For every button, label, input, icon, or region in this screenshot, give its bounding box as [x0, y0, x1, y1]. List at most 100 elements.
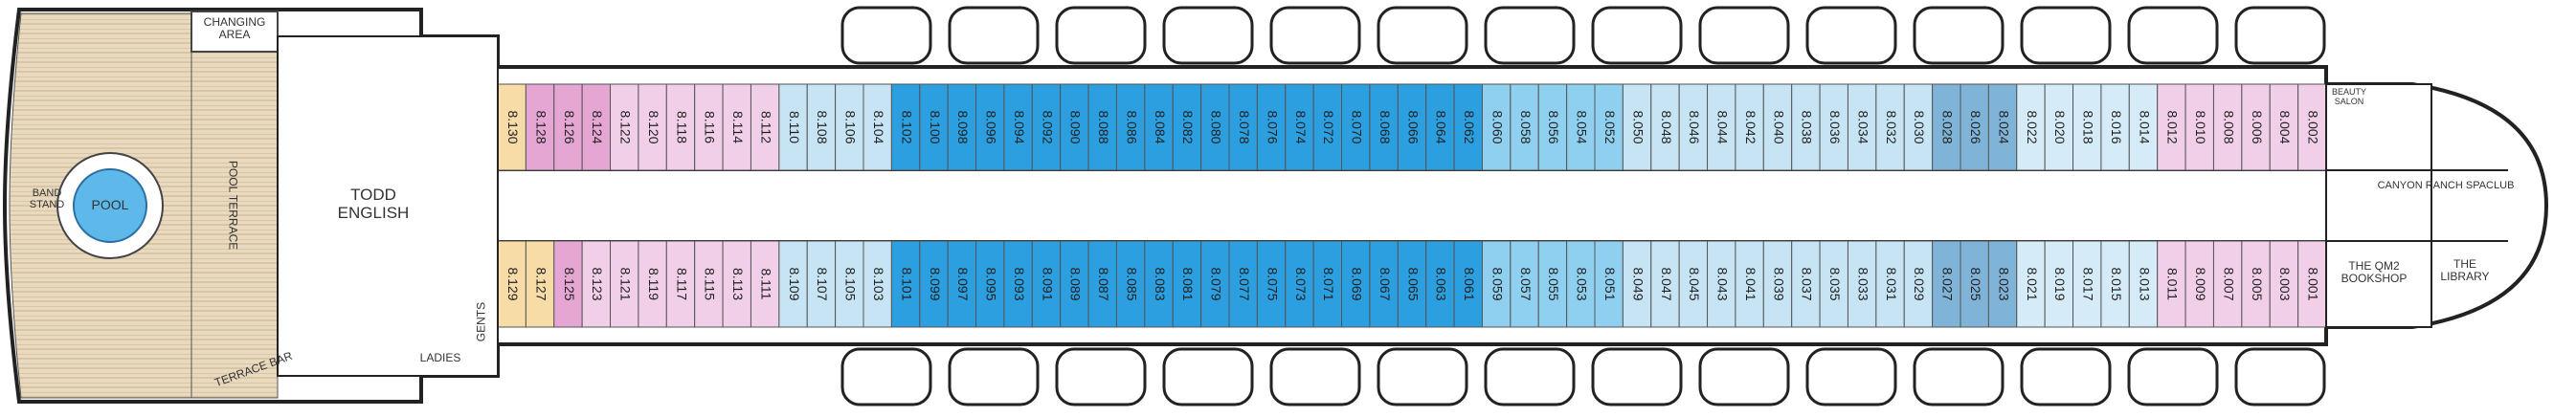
- cabin-8-014[interactable]: [2128, 83, 2159, 171]
- cabin-8-108[interactable]: [806, 83, 837, 171]
- cabin-8-098[interactable]: [947, 83, 977, 171]
- cabin-8-090[interactable]: [1060, 83, 1089, 171]
- cabin-8-053[interactable]: [1566, 240, 1596, 328]
- cabin-8-022[interactable]: [2016, 83, 2046, 171]
- cabin-8-072[interactable]: [1312, 83, 1343, 171]
- cabin-8-005[interactable]: [2241, 240, 2271, 328]
- cabin-8-043[interactable]: [1707, 240, 1736, 328]
- cabin-8-002[interactable]: [2297, 83, 2327, 171]
- cabin-8-063[interactable]: [1425, 240, 1455, 328]
- cabin-8-037[interactable]: [1791, 240, 1821, 328]
- cabin-8-070[interactable]: [1341, 83, 1371, 171]
- cabin-8-104[interactable]: [862, 83, 892, 171]
- cabin-8-062[interactable]: [1453, 83, 1483, 171]
- cabin-8-028[interactable]: [1932, 83, 1961, 171]
- cabin-8-020[interactable]: [2044, 83, 2074, 171]
- cabin-8-121[interactable]: [610, 240, 639, 328]
- cabin-8-059[interactable]: [1481, 240, 1512, 328]
- cabin-8-010[interactable]: [2184, 83, 2214, 171]
- cabin-8-008[interactable]: [2212, 83, 2243, 171]
- cabin-8-111[interactable]: [750, 240, 780, 328]
- cabin-8-110[interactable]: [778, 83, 808, 171]
- cabin-8-052[interactable]: [1594, 83, 1624, 171]
- cabin-8-069[interactable]: [1341, 240, 1371, 328]
- cabin-8-093[interactable]: [1003, 240, 1033, 328]
- cabin-8-101[interactable]: [890, 240, 921, 328]
- cabin-8-079[interactable]: [1200, 240, 1230, 328]
- cabin-8-025[interactable]: [1960, 240, 1989, 328]
- cabin-8-130[interactable]: [497, 83, 526, 171]
- cabin-8-092[interactable]: [1031, 83, 1062, 171]
- cabin-8-074[interactable]: [1285, 83, 1314, 171]
- cabin-8-027[interactable]: [1932, 240, 1961, 328]
- cabin-8-011[interactable]: [2157, 240, 2186, 328]
- cabin-8-006[interactable]: [2241, 83, 2271, 171]
- cabin-8-012[interactable]: [2157, 83, 2186, 171]
- cabin-8-032[interactable]: [1875, 83, 1905, 171]
- cabin-8-017[interactable]: [2072, 240, 2102, 328]
- cabin-8-084[interactable]: [1144, 83, 1174, 171]
- cabin-8-077[interactable]: [1228, 240, 1258, 328]
- cabin-8-102[interactable]: [890, 83, 921, 171]
- cabin-8-054[interactable]: [1566, 83, 1596, 171]
- cabin-8-099[interactable]: [919, 240, 949, 328]
- cabin-8-124[interactable]: [581, 83, 612, 171]
- cabin-8-039[interactable]: [1762, 240, 1793, 328]
- cabin-8-094[interactable]: [1003, 83, 1033, 171]
- cabin-8-021[interactable]: [2016, 240, 2046, 328]
- cabin-8-050[interactable]: [1622, 83, 1652, 171]
- cabin-8-089[interactable]: [1060, 240, 1089, 328]
- cabin-8-003[interactable]: [2269, 240, 2299, 328]
- cabin-8-078[interactable]: [1228, 83, 1258, 171]
- cabin-8-042[interactable]: [1735, 83, 1764, 171]
- cabin-8-081[interactable]: [1172, 240, 1202, 328]
- cabin-8-112[interactable]: [750, 83, 780, 171]
- cabin-8-007[interactable]: [2212, 240, 2243, 328]
- cabin-8-087[interactable]: [1087, 240, 1117, 328]
- cabin-8-023[interactable]: [1987, 240, 2018, 328]
- cabin-8-119[interactable]: [638, 240, 667, 328]
- cabin-8-122[interactable]: [610, 83, 639, 171]
- cabin-8-026[interactable]: [1960, 83, 1989, 171]
- cabin-8-091[interactable]: [1031, 240, 1062, 328]
- cabin-8-113[interactable]: [722, 240, 751, 328]
- cabin-8-041[interactable]: [1735, 240, 1764, 328]
- cabin-8-056[interactable]: [1537, 83, 1568, 171]
- cabin-8-040[interactable]: [1762, 83, 1793, 171]
- cabin-8-058[interactable]: [1510, 83, 1539, 171]
- cabin-8-080[interactable]: [1200, 83, 1230, 171]
- cabin-8-088[interactable]: [1087, 83, 1117, 171]
- cabin-8-085[interactable]: [1115, 240, 1146, 328]
- cabin-8-045[interactable]: [1678, 240, 1709, 328]
- cabin-8-018[interactable]: [2072, 83, 2102, 171]
- cabin-8-044[interactable]: [1707, 83, 1736, 171]
- cabin-8-046[interactable]: [1678, 83, 1709, 171]
- cabin-8-105[interactable]: [835, 240, 864, 328]
- cabin-8-128[interactable]: [525, 83, 555, 171]
- cabin-8-055[interactable]: [1537, 240, 1568, 328]
- cabin-8-038[interactable]: [1791, 83, 1821, 171]
- cabin-8-031[interactable]: [1875, 240, 1905, 328]
- cabin-8-036[interactable]: [1819, 83, 1848, 171]
- cabin-8-060[interactable]: [1481, 83, 1512, 171]
- cabin-8-066[interactable]: [1397, 83, 1427, 171]
- cabin-8-047[interactable]: [1650, 240, 1680, 328]
- cabin-8-024[interactable]: [1987, 83, 2018, 171]
- cabin-8-117[interactable]: [665, 240, 696, 328]
- cabin-8-109[interactable]: [778, 240, 808, 328]
- cabin-8-100[interactable]: [919, 83, 949, 171]
- cabin-8-013[interactable]: [2128, 240, 2159, 328]
- cabin-8-116[interactable]: [694, 83, 724, 171]
- cabin-8-015[interactable]: [2100, 240, 2130, 328]
- cabin-8-075[interactable]: [1256, 240, 1287, 328]
- cabin-8-019[interactable]: [2044, 240, 2074, 328]
- cabin-8-126[interactable]: [553, 83, 583, 171]
- cabin-8-095[interactable]: [975, 240, 1005, 328]
- cabin-8-097[interactable]: [947, 240, 977, 328]
- cabin-8-034[interactable]: [1847, 83, 1877, 171]
- cabin-8-103[interactable]: [862, 240, 892, 328]
- cabin-8-073[interactable]: [1285, 240, 1314, 328]
- cabin-8-051[interactable]: [1594, 240, 1624, 328]
- cabin-8-123[interactable]: [581, 240, 612, 328]
- cabin-8-120[interactable]: [638, 83, 667, 171]
